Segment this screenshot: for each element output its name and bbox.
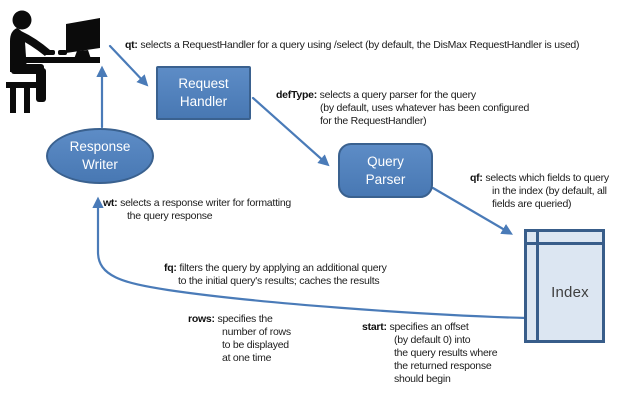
arrow-request-handler-to-query-parser <box>251 96 330 167</box>
annotation-text: specifies the <box>217 313 273 325</box>
annotation-keyword: fq: <box>164 262 177 274</box>
annotation-line: start: specifies an offset <box>362 321 497 334</box>
annotation-keyword: defType: <box>276 89 317 101</box>
annotation-line: the query response <box>127 210 213 222</box>
annotation-line: fields are queried) <box>492 198 572 210</box>
stool-leg <box>24 88 30 113</box>
annotation-line: qf: selects which fields to query <box>470 172 609 185</box>
annotation-line: at one time <box>222 352 272 364</box>
node-label: Response <box>69 139 131 154</box>
person-arm <box>17 31 50 56</box>
monitor <box>66 18 100 53</box>
annotation-line: the query results where <box>394 347 498 359</box>
annotation-keyword: qt: <box>125 39 138 51</box>
node-query-parser: Query Parser <box>338 143 433 198</box>
annotation-rows: rows: specifies the number of rows to be… <box>188 313 291 365</box>
annotation-qf: qf: selects which fields to query in the… <box>470 172 609 211</box>
annotation-line: defType: selects a query parser for the … <box>276 89 529 102</box>
node-index: Index <box>524 229 605 343</box>
node-request-handler: Request Handler <box>156 66 251 120</box>
annotation-keyword: start: <box>362 321 387 333</box>
annotation-line: number of rows <box>222 326 291 338</box>
node-label: Handler <box>179 94 228 109</box>
keyboard <box>44 50 55 55</box>
annotation-qt: qt: selects a RequestHandler for a query… <box>125 39 579 52</box>
annotation-line: for the RequestHandler) <box>320 115 427 127</box>
annotation-line: fq: filters the query by applying an add… <box>164 262 387 275</box>
annotation-text: selects a response writer for formatting <box>120 197 291 209</box>
annotation-line: should begin <box>394 373 451 385</box>
person-shin <box>36 68 46 102</box>
annotation-wt: wt: selects a response writer for format… <box>103 197 291 223</box>
person-thigh <box>11 64 44 74</box>
desk <box>11 57 100 63</box>
annotation-text: filters the query by applying an additio… <box>179 262 387 274</box>
annotation-line: (by default, uses whatever has been conf… <box>320 102 530 114</box>
annotation-line: to the initial query's results; caches t… <box>178 275 380 287</box>
node-label: Index <box>551 283 589 301</box>
index-inner-horizontal-rule <box>527 242 602 245</box>
person-at-computer-icon <box>6 10 100 113</box>
annotation-text: selects which fields to query <box>485 172 609 184</box>
monitor-stand <box>74 50 91 59</box>
annotation-line: to be displayed <box>222 339 289 351</box>
person-head <box>12 10 32 30</box>
annotation-text: specifies an offset <box>389 321 469 333</box>
stool-seat <box>6 82 40 88</box>
annotation-deftype: defType: selects a query parser for the … <box>276 89 529 128</box>
node-label: Writer <box>82 157 118 172</box>
node-response-writer: Response Writer <box>46 128 154 184</box>
arrow-query-parser-to-index <box>431 186 513 235</box>
annotation-text: selects a query parser for the query <box>319 89 476 101</box>
annotation-line: in the index (by default, all <box>492 185 607 197</box>
annotation-line: rows: specifies the <box>188 313 291 326</box>
annotation-keyword: wt: <box>103 197 118 209</box>
annotation-keyword: rows: <box>188 313 215 325</box>
annotation-line: qt: selects a RequestHandler for a query… <box>125 39 579 52</box>
annotation-line: the returned response <box>394 360 492 372</box>
node-label: Query <box>367 153 404 169</box>
node-label: Request <box>178 76 229 91</box>
arrow-index-to-response-writer <box>92 196 528 320</box>
arrow-user-to-request-handler <box>108 44 149 87</box>
node-label: Parser <box>365 171 406 187</box>
annotation-line: (by default 0) into <box>394 334 471 346</box>
annotation-line: wt: selects a response writer for format… <box>103 197 291 210</box>
index-inner-vertical-rule <box>536 232 539 340</box>
annotation-keyword: qf: <box>470 172 483 184</box>
mouse <box>58 50 67 55</box>
annotation-fq: fq: filters the query by applying an add… <box>164 262 387 288</box>
annotation-text: selects a RequestHandler for a query usi… <box>140 39 580 51</box>
stool-leg <box>10 88 16 113</box>
annotation-start: start: specifies an offset (by default 0… <box>362 321 498 386</box>
